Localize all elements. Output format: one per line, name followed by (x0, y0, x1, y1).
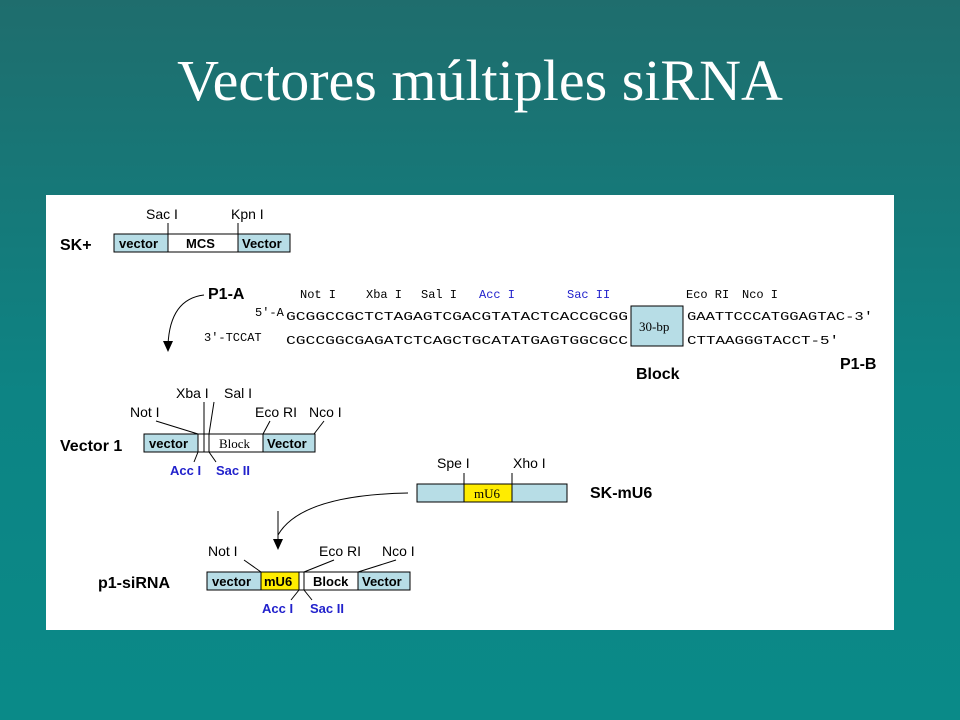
vector1-label: Vector 1 (60, 438, 122, 455)
curved-arrow-1 (163, 294, 205, 352)
not-i-tick (243, 559, 262, 573)
segment-mcs-label: MCS (186, 236, 215, 251)
site-acc-i: Acc I (479, 288, 515, 302)
segment-vector-label: vector (212, 574, 251, 589)
bottom-strand-left: CGCCGGCGAGATCTCAGCTGCATATGAGTGGCGCC (286, 334, 628, 348)
segment-vector-right (262, 433, 316, 453)
segment-mu6-label: mU6 (264, 574, 292, 589)
site-kpn-i: Kpn I (231, 206, 264, 222)
site-nco-i: Nco I (742, 288, 778, 302)
p1-sirna-construct: p1-siRNA Not I Eco RI Nco I vector mU6 B… (98, 543, 415, 616)
segment-vector-right-label: Vector (267, 436, 307, 451)
segment-gap-1 (197, 433, 205, 453)
sac-ii-tick (303, 589, 313, 601)
site-eco-ri: Eco RI (686, 288, 729, 302)
sk-mu6-label: SK-mU6 (590, 485, 652, 502)
bottom-strand-prefix: 3′-TCCAT (204, 331, 262, 345)
site-xho-i: Xho I (513, 455, 546, 471)
nco-i-tick (357, 559, 397, 573)
p1-sirna-label: p1-siRNA (98, 575, 170, 592)
acc-i-tick (193, 451, 199, 463)
site-sal-i-v1: Sal I (224, 385, 252, 401)
site-not-i-v1: Not I (130, 404, 160, 420)
acc-i-tick (290, 589, 300, 601)
site-sac-ii-p1: Sac II (310, 601, 344, 616)
block-label: Block (636, 366, 680, 383)
p1-a-label: P1-A (208, 286, 245, 303)
sk-plus-construct: SK+ Sac I Kpn I vector MCS Vector (60, 206, 291, 254)
bottom-strand-right: CTTAAGGGTACCT-5′ (687, 334, 839, 348)
sal-i-tick (208, 401, 215, 435)
site-sac-ii-v1: Sac II (216, 463, 250, 478)
block-30bp-label: 30-bp (639, 319, 669, 334)
cloning-diagram: SK+ Sac I Kpn I vector MCS Vector P1-A N… (60, 206, 876, 616)
segment-vector-label: vector (119, 236, 158, 251)
arrow-head (273, 539, 283, 550)
site-nco-i-v1: Nco I (309, 404, 342, 420)
segment-vector-right (357, 571, 411, 591)
site-sac-i: Sac I (146, 206, 178, 222)
segment-gap-2 (203, 433, 210, 453)
slide-title: Vectores múltiples siRNA (177, 48, 783, 113)
site-xba-i: Xba I (366, 288, 402, 302)
eco-ri-tick (303, 559, 335, 573)
figure-panel: SK+ Sac I Kpn I vector MCS Vector P1-A N… (46, 195, 894, 630)
segment-mu6 (463, 483, 513, 503)
p1-b-label: P1-B (840, 356, 876, 373)
segment-block-label: Block (313, 574, 349, 589)
segment-gap (298, 571, 305, 591)
arrow-curve (277, 492, 409, 536)
site-eco-ri-v1: Eco RI (255, 404, 297, 420)
not-i-tick (155, 420, 199, 435)
site-sal-i: Sal I (421, 288, 457, 302)
arrow-head (163, 341, 173, 352)
site-spe-i: Spe I (437, 455, 470, 471)
site-not-i-p1: Not I (208, 543, 238, 559)
sac-ii-tick (208, 451, 217, 463)
site-nco-i-p1: Nco I (382, 543, 415, 559)
block-30bp-box (630, 305, 684, 347)
nco-i-tick (313, 420, 325, 435)
segment-mu6-label: mU6 (474, 486, 501, 501)
site-sac-ii: Sac II (567, 288, 610, 302)
site-eco-ri-p1: Eco RI (319, 543, 361, 559)
top-strand-right: GAATTCCCATGGAGTAC-3′ (687, 310, 873, 324)
site-acc-i-p1: Acc I (262, 601, 293, 616)
top-strand-left: GCGGCCGCTCTAGAGTCGACGTATACTCACCGCGG (286, 310, 628, 324)
arrow-curve (167, 294, 205, 346)
vector1-construct: Vector 1 Xba I Sal I Not I Eco RI Nco I … (60, 385, 342, 478)
segment-vector-label: vector (149, 436, 188, 451)
segment-vector-right-label: Vector (242, 236, 282, 251)
curved-arrow-2 (273, 492, 409, 550)
eco-ri-tick (262, 420, 271, 435)
site-not-i: Not I (300, 288, 336, 302)
site-xba-i-v1: Xba I (176, 385, 209, 401)
sk-plus-label: SK+ (60, 237, 92, 254)
segment-block-label: Block (219, 436, 251, 451)
segment-vector-right-label: Vector (362, 574, 402, 589)
oligo-insert: P1-A Not I Xba I Sal I Acc I Sac II Eco … (204, 286, 876, 383)
sk-mu6-construct: Spe I Xho I mU6 SK-mU6 (416, 455, 652, 503)
segment-vector-right (237, 233, 291, 253)
site-acc-i-v1: Acc I (170, 463, 201, 478)
top-strand-prefix: 5′-A (255, 306, 285, 320)
